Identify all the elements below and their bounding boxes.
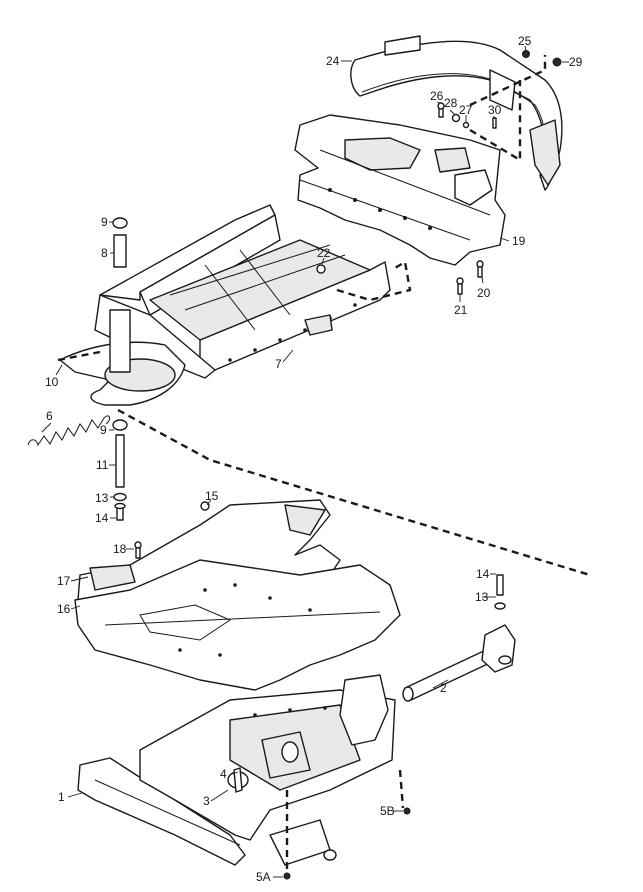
callout-4: 4	[220, 767, 227, 781]
callout-9-bottom: 9	[100, 423, 107, 437]
callout-8: 8	[101, 246, 108, 260]
spindle-hardware	[112, 217, 128, 521]
callout-27: 27	[459, 103, 473, 117]
front-bumper	[350, 35, 563, 191]
callout-13-right: 13	[475, 590, 489, 604]
upper-chassis-frame	[94, 204, 391, 379]
callout-13-left: 13	[95, 491, 109, 505]
callout-11: 11	[96, 458, 109, 472]
callout-25: 25	[518, 34, 532, 48]
tension-spring	[27, 415, 111, 447]
front-frame-plate	[294, 114, 506, 266]
callout-29: 29	[569, 55, 583, 69]
callout-28: 28	[444, 96, 458, 110]
callout-16: 16	[57, 602, 71, 616]
callout-9-top: 9	[101, 215, 108, 229]
callout-18: 18	[113, 542, 127, 556]
main-frame	[77, 674, 411, 880]
callout-2: 2	[440, 681, 447, 695]
callout-3: 3	[203, 794, 210, 808]
callout-21: 21	[454, 303, 468, 317]
callout-22: 22	[317, 246, 331, 260]
callout-1: 1	[58, 790, 65, 804]
assembly-lines	[57, 55, 591, 872]
leader-lines	[41, 45, 569, 878]
callout-14-right: 14	[476, 567, 490, 581]
callout-20: 20	[477, 286, 491, 300]
callout-5b: 5B	[380, 804, 395, 818]
callout-24: 24	[326, 54, 340, 68]
callout-26: 26	[430, 89, 444, 103]
callout-30: 30	[488, 103, 502, 117]
front-axle	[402, 574, 516, 702]
callout-7: 7	[275, 357, 282, 371]
fasteners	[134, 50, 562, 793]
callout-19: 19	[512, 234, 526, 248]
pivot-plate	[59, 309, 186, 406]
floor-cover-plates	[74, 499, 401, 691]
callout-17: 17	[57, 574, 71, 588]
callout-6: 6	[46, 409, 53, 423]
callout-labels: 1 2 3 4 5A 5B 6 7 8 9 9 10 11 13 13 14 1…	[45, 34, 583, 884]
callout-10: 10	[45, 375, 59, 389]
callout-15: 15	[205, 489, 219, 503]
callout-5a: 5A	[256, 870, 271, 884]
callout-14-left: 14	[95, 511, 109, 525]
